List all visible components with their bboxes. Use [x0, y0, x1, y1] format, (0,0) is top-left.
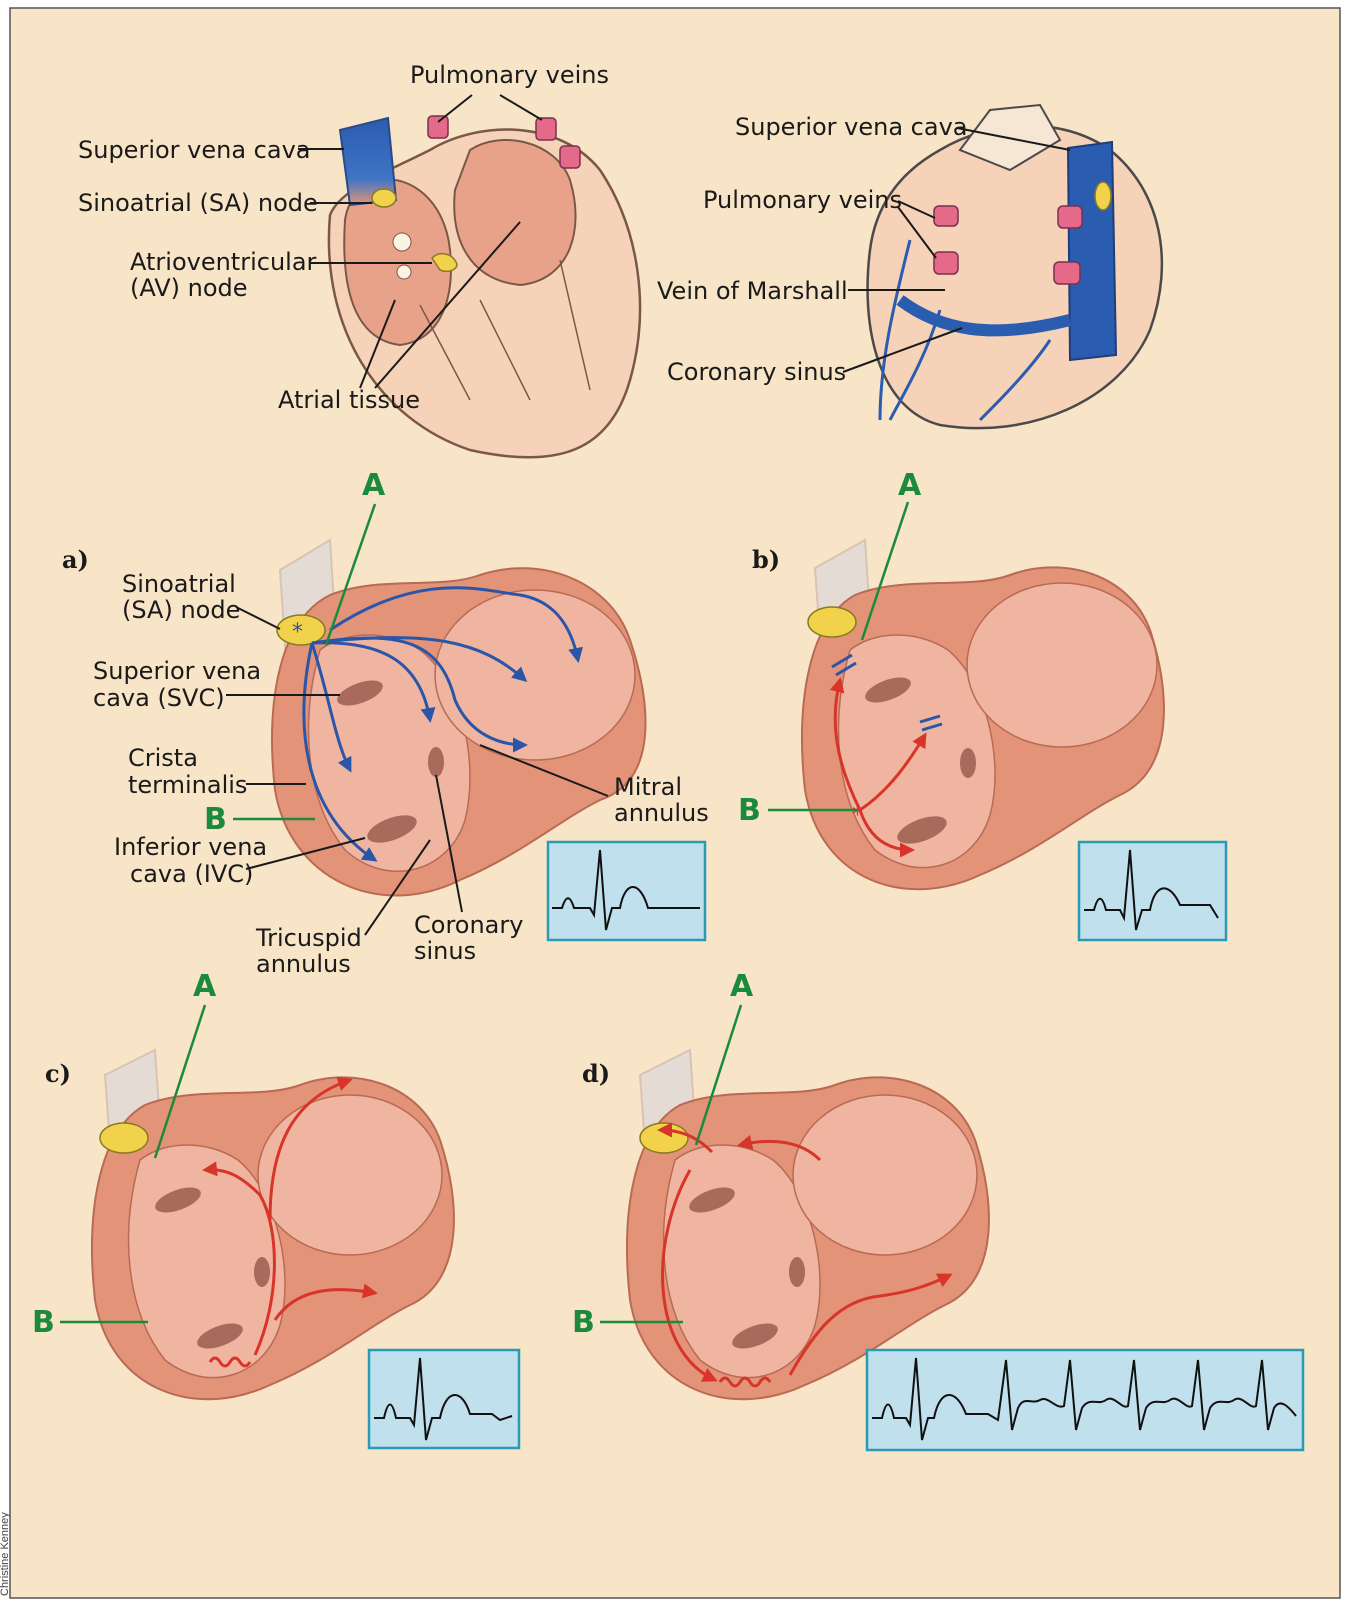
label-av-node-line1: Atrioventricular: [130, 248, 317, 276]
label-a-tricuspid-1: Tricuspid: [255, 924, 362, 952]
label-vein-of-marshall: Vein of Marshall: [657, 277, 848, 305]
label-a-crista-2: terminalis: [128, 771, 247, 799]
sa-node: [372, 189, 396, 207]
panel-d-marker-a: A: [730, 969, 754, 1004]
panel-a-letter: a): [62, 545, 89, 574]
label-av-node-line2: (AV) node: [130, 274, 248, 302]
label-coronary-sinus-top-right: Coronary sinus: [667, 358, 846, 386]
svg-text:*: *: [292, 620, 303, 645]
panel-c-marker-a: A: [193, 969, 217, 1004]
label-atrial-tissue: Atrial tissue: [278, 386, 420, 414]
label-a-tricuspid-2: annulus: [256, 950, 351, 978]
svg-text:*: *: [852, 803, 863, 828]
label-pulmonary-veins-top-left: Pulmonary veins: [410, 61, 609, 89]
label-a-svc-1: Superior vena: [93, 657, 261, 685]
label-a-coronary-1: Coronary: [414, 911, 523, 939]
panel-c-ecg: [369, 1350, 519, 1448]
panel-a-ecg: [548, 842, 705, 940]
panel-b-marker-a: A: [898, 468, 922, 503]
label-a-crista-1: Crista: [128, 744, 198, 772]
label-a-svc-2: cava (SVC): [93, 684, 225, 712]
panel-b-marker-b: B: [738, 793, 761, 828]
label-a-sa-1: Sinoatrial: [122, 570, 236, 598]
label-a-sa-2: (SA) node: [122, 596, 240, 624]
label-a-mitral-1: Mitral: [614, 773, 682, 801]
panel-a-marker-a: A: [362, 468, 386, 503]
illustrator-credit: Christine Kenney: [0, 1512, 11, 1596]
panel-b-letter: b): [752, 545, 780, 574]
panel-c-marker-b: B: [32, 1305, 55, 1340]
panel-b-ecg: [1079, 842, 1226, 940]
label-a-mitral-2: annulus: [614, 799, 709, 827]
label-svc-top-right: Superior vena cava: [735, 113, 968, 141]
panel-c-letter: c): [45, 1059, 71, 1088]
label-a-coronary-2: sinus: [414, 937, 476, 965]
panel-d-ecg: [867, 1350, 1303, 1450]
panel-d-marker-b: B: [572, 1305, 595, 1340]
panel-a-marker-b: B: [204, 802, 227, 837]
label-a-ivc-1: Inferior vena: [114, 833, 267, 861]
label-a-ivc-2: cava (IVC): [130, 860, 253, 888]
panel-d-letter: d): [582, 1059, 610, 1088]
label-sa-node-top-left: Sinoatrial (SA) node: [78, 189, 318, 217]
label-pulmonary-veins-top-right: Pulmonary veins: [703, 186, 902, 214]
label-svc-top-left: Superior vena cava: [78, 136, 311, 164]
